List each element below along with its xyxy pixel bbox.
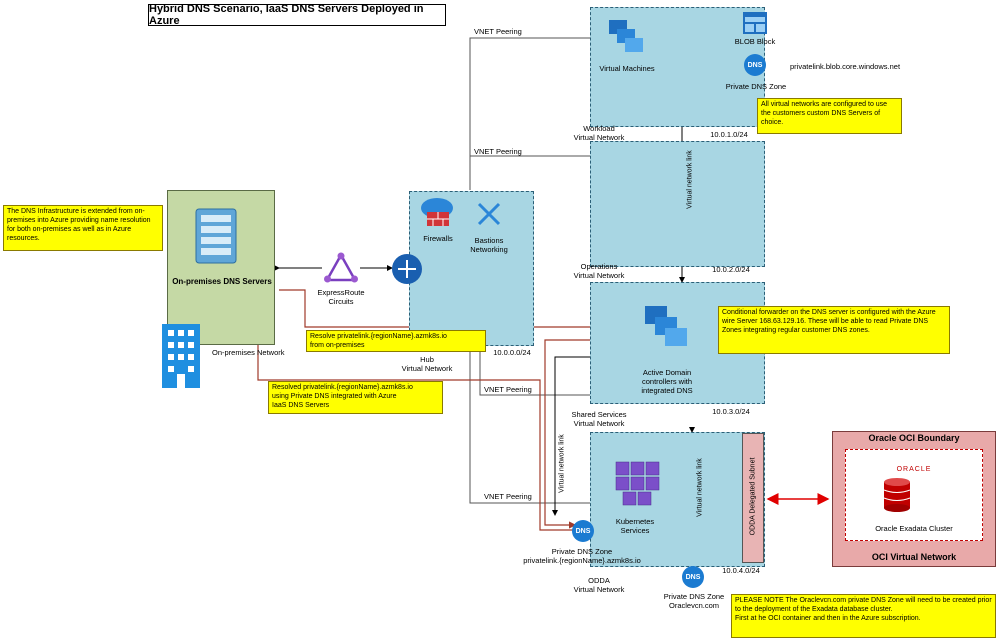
blob-dns-zone-name: privatelink.blob.core.windows.net	[790, 62, 901, 71]
hub-cidr: 10.0.0.0/24	[493, 348, 531, 357]
workload-vnet-label: Workload Virtual Network	[573, 124, 625, 142]
vnet-link-label-1: Virtual network link	[686, 150, 694, 209]
note-resolved: Resolved privatelink.{regionName}.azmk8s…	[268, 381, 443, 414]
odda-vnet	[590, 432, 765, 567]
onprem-network-label: On-premises Network	[212, 348, 285, 357]
adds-icon	[643, 304, 689, 352]
note-conditional-forwarder: Conditional forwarder on the DNS server …	[718, 306, 950, 354]
kubernetes-label: Kubernetes Services	[615, 517, 655, 535]
oci-inner-box	[845, 449, 983, 541]
exadata-label: Oracle Exadata Cluster	[875, 524, 953, 533]
shared-vnet-label: Shared Services Virtual Network	[571, 410, 627, 428]
peering-label-1: VNET Peering	[474, 27, 522, 36]
oracle-dns-icon: DNS	[682, 566, 704, 588]
firewalls-label: Firewalls	[423, 234, 453, 243]
oracle-logo: ORACLE	[896, 466, 932, 473]
server-icon	[192, 207, 240, 265]
oci-boundary-label: Oracle OCI Boundary	[868, 433, 960, 443]
kubernetes-icon	[612, 460, 664, 508]
peering-label-3: VNET Peering	[484, 385, 532, 394]
operations-vnet-label: Operations Virtual Network	[573, 262, 625, 280]
diagram-title: Hybrid DNS Scenario, IaaS DNS Servers De…	[148, 3, 446, 27]
operations-vnet	[590, 141, 765, 267]
vnet-link-label-2: Virtual network link	[558, 434, 566, 493]
note-dns-infrastructure: The DNS Infrastructure is extended from …	[3, 205, 163, 251]
database-icon	[882, 476, 912, 514]
odda-delegated-subnet	[742, 433, 764, 563]
virtual-machines-icon	[607, 18, 645, 58]
blob-block-icon	[742, 11, 768, 35]
onprem-dns-servers-label: On-premises DNS Servers	[172, 277, 272, 286]
firewall-icon	[418, 195, 456, 229]
workload-cidr: 10.0.1.0/24	[710, 130, 748, 139]
expressroute-label: ExpressRoute Circuits	[317, 288, 365, 306]
bastions-label: Bastions Networking	[470, 236, 508, 254]
peering-label-2: VNET Peering	[474, 147, 522, 156]
odda-cidr: 10.0.4.0/24	[722, 566, 760, 575]
blob-dns-icon: DNS	[744, 54, 766, 76]
building-icon	[160, 322, 202, 390]
operations-cidr: 10.0.2.0/24	[712, 265, 750, 274]
virtual-machines-label: Virtual Machines	[599, 64, 655, 73]
adds-label: Active Domain controllers with integrate…	[641, 368, 693, 395]
aks-dns-zone-label: Private DNS Zone privatelink.{regionName…	[523, 547, 641, 565]
expressroute-icon	[324, 252, 358, 284]
blob-private-dns-zone-label: Private DNS Zone	[725, 82, 787, 91]
shared-cidr: 10.0.3.0/24	[712, 407, 750, 416]
odda-subnet-label: ODDA Delegated Subnet	[749, 457, 757, 536]
note-please-note: PLEASE NOTE The Oraclevcn.com private DN…	[731, 594, 996, 638]
note-resolve: Resolve privatelink.{regionName}.azmk8s.…	[306, 330, 486, 352]
odda-vnet-label: ODDA Virtual Network	[573, 576, 625, 594]
router-icon	[392, 254, 422, 284]
hub-vnet-label: Hub Virtual Network	[401, 355, 453, 373]
note-vnets-custom-dns: All virtual networks are configured to u…	[757, 98, 902, 134]
peering-label-4: VNET Peering	[484, 492, 532, 501]
oci-vnet-label: OCI Virtual Network	[871, 552, 957, 562]
aks-dns-icon: DNS	[572, 520, 594, 542]
bastion-icon	[474, 199, 504, 229]
oracle-dns-zone-label: Private DNS Zone Oraclevcn.com	[663, 592, 725, 610]
vnet-link-label-3: Virtual network link	[696, 458, 704, 517]
blob-block-label: BLOB Block	[734, 37, 776, 46]
